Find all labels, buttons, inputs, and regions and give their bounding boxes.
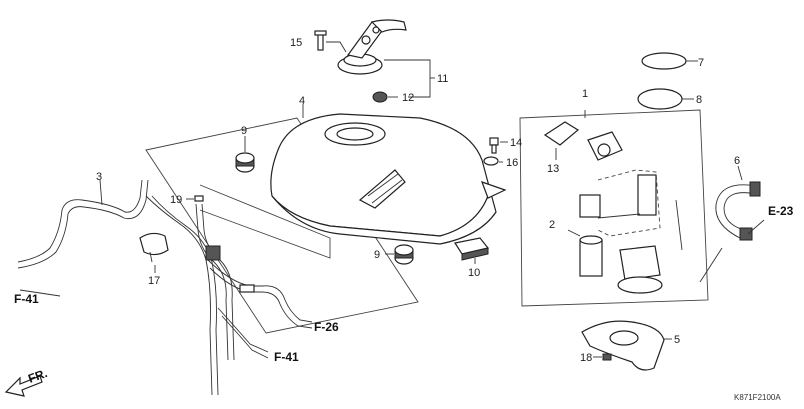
callout-14: 14 — [510, 137, 522, 149]
ref-f26: F-26 — [314, 320, 339, 334]
callout-9-upper: 9 — [241, 125, 247, 137]
ref-f41-bottom: F-41 — [274, 350, 299, 364]
callout-6: 6 — [734, 155, 740, 167]
tube-group-frame — [199, 184, 331, 259]
o-ring-8[interactable] — [637, 88, 683, 110]
cap-bolt[interactable] — [314, 30, 327, 51]
o-ring-7[interactable] — [641, 52, 687, 70]
ref-f41-left: F-41 — [14, 292, 39, 306]
callout-5: 5 — [674, 334, 680, 346]
front-direction-arrow — [4, 375, 43, 397]
callout-3: 3 — [96, 171, 102, 183]
cap-gasket[interactable] — [372, 91, 388, 103]
washer-16[interactable] — [483, 156, 499, 166]
callout-11: 11 — [437, 73, 448, 85]
fuel-pump-assembly[interactable] — [543, 121, 683, 294]
callout-17: 17 — [148, 275, 160, 287]
overflow-tube[interactable] — [17, 179, 219, 396]
tank-rear-mount[interactable] — [454, 237, 490, 261]
callout-10: 10 — [468, 267, 480, 279]
callout-13: 13 — [547, 163, 559, 175]
bolt-14[interactable] — [489, 137, 499, 154]
diagram-code: K871F2100A — [734, 393, 781, 402]
callout-15: 15 — [290, 37, 302, 49]
tank-group-frame — [145, 117, 419, 334]
callout-18: 18 — [580, 352, 592, 364]
callout-1: 1 — [582, 88, 588, 100]
callout-7: 7 — [698, 57, 704, 69]
callout-4: 4 — [299, 95, 305, 107]
callout-2: 2 — [549, 219, 555, 231]
fuel-cap-assembly[interactable] — [337, 19, 407, 75]
callout-12: 12 — [402, 92, 414, 104]
clip-19[interactable] — [194, 195, 204, 202]
breather-tube[interactable] — [195, 203, 313, 361]
ref-e23: E-23 — [768, 204, 794, 218]
tank-damper-lower[interactable] — [394, 244, 414, 265]
callout-9-lower: 9 — [374, 249, 380, 261]
callout-8: 8 — [696, 94, 702, 106]
pump-setting-plate[interactable] — [581, 320, 665, 371]
pump-group-frame — [519, 109, 709, 307]
callout-19: 19 — [170, 194, 182, 206]
callout-16: 16 — [506, 157, 518, 169]
tank-damper-upper[interactable] — [235, 152, 255, 173]
fuel-feed-hose[interactable] — [715, 181, 761, 241]
front-direction-label: FR. — [26, 366, 49, 386]
tube-clip[interactable] — [205, 245, 221, 261]
tube-clamp-17[interactable] — [139, 232, 169, 263]
flange-nut-18[interactable] — [602, 353, 612, 361]
fuel-tank[interactable] — [270, 113, 507, 245]
